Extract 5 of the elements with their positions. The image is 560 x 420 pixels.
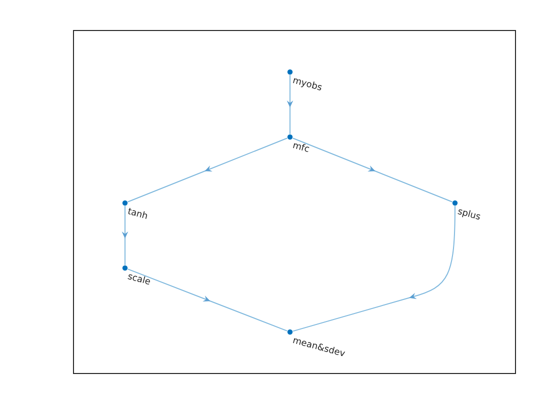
node-label: myobs [291,76,323,94]
node-label: mfc [291,141,310,156]
node-label: tanh [126,207,149,223]
node-label: scale [126,272,152,289]
node-label: splus [456,207,482,224]
